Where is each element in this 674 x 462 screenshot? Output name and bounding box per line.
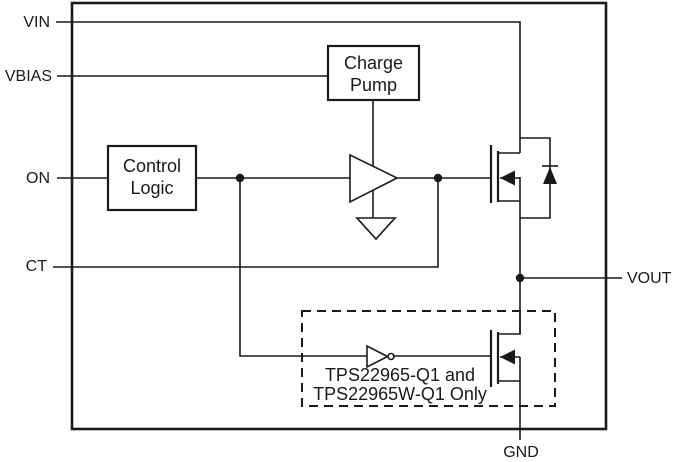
pin-label-vbias: VBIAS xyxy=(5,68,52,85)
pin-label-vout: VOUT xyxy=(627,270,672,287)
charge-pump-label-line2: Pump xyxy=(350,75,397,95)
variant-dashed-box xyxy=(301,310,556,407)
body-diode xyxy=(520,137,558,219)
vin-wire xyxy=(56,21,521,153)
buffer-amp-icon xyxy=(349,153,399,204)
ct-wire xyxy=(53,178,439,268)
control-logic-label-line2: Logic xyxy=(130,178,173,198)
body-diode-arrow-icon xyxy=(543,167,557,184)
discharge-fet-body-arrow-icon xyxy=(500,349,515,365)
ground-symbol-icon xyxy=(355,217,397,241)
discharge-fet-drain-stub xyxy=(498,311,521,335)
chip-boundary xyxy=(70,1,608,431)
variant-note-line1: TPS22965-Q1 and xyxy=(325,365,475,385)
control-logic-block xyxy=(106,144,198,212)
pin-label-on: ON xyxy=(26,170,50,187)
charge-pump-label-line1: Charge xyxy=(344,53,403,73)
charge-pump-block xyxy=(326,44,421,102)
junction-dot-vout xyxy=(515,273,525,283)
pass-fet xyxy=(489,145,520,203)
pin-label-vin: VIN xyxy=(23,14,50,31)
pin-label-gnd: GND xyxy=(503,444,539,461)
variant-note-line2: TPS22965W-Q1 Only xyxy=(313,384,487,404)
junction-dot-gate-ct xyxy=(433,173,443,183)
pin-label-ct: CT xyxy=(26,258,48,275)
branch-to-inverter-wire xyxy=(239,178,367,357)
pass-fet-body-arrow-icon xyxy=(500,170,515,186)
discharge-fet xyxy=(489,311,521,387)
inverter xyxy=(366,344,395,369)
inverter-bubble-icon xyxy=(387,352,395,361)
inverter-triangle-icon xyxy=(366,344,390,369)
control-logic-label-line1: Control xyxy=(123,156,181,176)
junction-dot-on-branch xyxy=(235,173,245,183)
